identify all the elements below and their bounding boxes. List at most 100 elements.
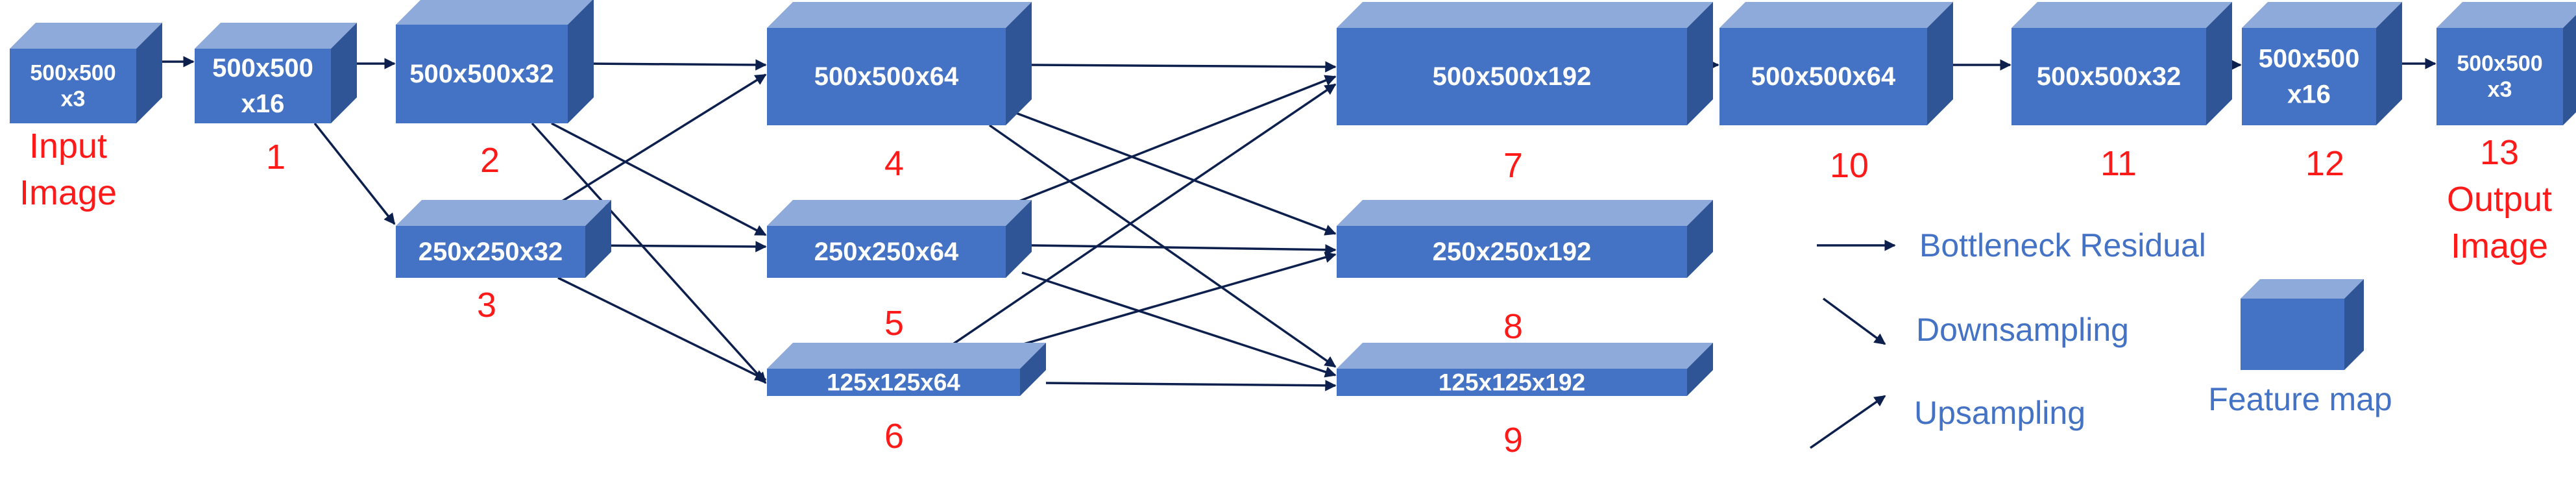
edge-bottleneck-residual-n6-n9 [1045,380,1337,391]
feature-map-dimension-label: x16 [241,90,285,118]
legend-downsampling: Downsampling [1822,297,2129,348]
edge-downsampling-n5-n9 [1021,271,1337,378]
feature-map-dimension-label: 125x125x64 [827,369,960,396]
feature-map-dimension-label: x3 [2488,77,2512,102]
box-top-face [2242,2,2402,28]
feature-map-dimension-label: 500x500x32 [409,60,553,88]
node-caption: 13 [2480,133,2519,172]
feature-map-dimension-label: 500x500x32 [2037,62,2181,91]
feature-map-dimension-label: 125x125x192 [1439,369,1585,396]
box-front-face [1337,369,1687,396]
node-caption: 3 [477,286,496,325]
node-caption: 9 [1503,421,1523,460]
box-front-face [1337,28,1687,125]
edge-bottleneck-residual-n4-n7 [1031,61,1337,73]
box-top-face [10,23,162,49]
box-front-face [195,49,331,123]
legend-bottleneck-residual-label: Bottleneck Residual [1919,227,2206,264]
legend: Bottleneck ResidualDownsamplingUpsamplin… [1810,227,2392,449]
edge-downsampling-n2-n6 [531,122,767,384]
feature-map-dimension-label: 500x500x64 [1751,62,1896,91]
legend-feature-map: Feature map [2208,279,2392,417]
edges-layer [136,56,2436,391]
feature-map-n9: 125x125x192 9 [1337,343,1713,460]
feature-map-dimension-label: 500x500x192 [1433,62,1592,91]
legend-downsampling-arrow [1822,297,1886,345]
box-side-face [585,200,611,278]
node-caption: 12 [2305,144,2344,183]
edge-bottleneck-residual-n2-n4 [587,59,767,71]
box-side-face [2563,15,2576,125]
feature-map-dimension-label: 250x250x32 [419,238,563,266]
box-top-face [2011,2,2232,28]
edge-downsampling-n3-n6 [557,277,767,381]
legend-feature-map-label: Feature map [2208,381,2392,417]
feature-map-dimension-label: 250x250x192 [1433,238,1592,266]
box-front-face [767,28,1006,125]
box-top-face [1719,2,1953,28]
node-caption: 1 [266,138,286,177]
feature-map-dimension-label: 250x250x64 [814,238,959,266]
box-top-face [1337,2,1713,28]
legend-bottleneck-residual: Bottleneck Residual [1817,227,2206,264]
feature-map-n2: 500x500x32 2 [396,0,594,180]
box-side-face [1687,200,1713,278]
box-side-face [1687,343,1713,396]
node-caption: Input [29,127,107,166]
box-front-face [396,25,568,123]
feature-map-n8: 250x250x192 8 [1337,200,1713,346]
feature-map-dimension-label: 500x500 [30,61,115,86]
feature-map-dimension-label: 500x500x64 [814,62,959,91]
node-caption: 11 [2100,144,2137,183]
feature-map-dimension-label: 500x500 [2457,51,2542,76]
legend-upsampling-arrow [1810,395,1886,449]
legend-downsampling-label: Downsampling [1916,312,2129,348]
feature-map-n11: 500x500x32 11 [2011,2,2232,183]
box-side-face [136,23,162,123]
box-front-face [10,49,136,123]
feature-map-dimension-label: 500x500 [2259,45,2360,73]
feature-map-n4: 500x500x64 4 [767,2,1032,183]
box-top-face [396,0,592,25]
box-side-face [2206,2,2232,125]
legend-upsampling-label: Upsampling [1914,395,2085,431]
edge-downsampling-n1-n3 [313,122,396,225]
box-side-face [2376,2,2402,125]
box-front-face [2242,28,2376,125]
feature-map-dimension-label: x16 [2287,80,2331,109]
box-front-face [1337,226,1687,278]
node-caption: 2 [480,141,500,180]
node-caption: 8 [1503,307,1523,346]
edge-upsampling-n6-n7 [929,83,1337,362]
box-top-face [1337,343,1713,369]
node-caption: 10 [1830,146,1869,185]
edge-upsampling-n5-n7 [1002,75,1337,209]
nodes-layer: 500x500x3InputImage500x500x161500x500x32… [10,0,2576,460]
box-top-face [2436,2,2576,28]
edge-downsampling-n4-n8 [1008,109,1337,236]
node-caption: Image [2451,227,2548,265]
edge-downsampling-n2-n5 [551,122,767,236]
node-caption: Output [2447,180,2552,219]
feature-map-n7: 500x500x192 7 [1337,2,1713,185]
box-top-face [195,23,357,49]
node-caption: 7 [1503,146,1523,185]
box-top-face [767,200,1032,226]
edge-upsampling-n3-n4 [551,73,767,209]
edge-bottleneck-residual-n3-n5 [585,241,767,253]
legend-box-top-face [2241,279,2364,299]
edge-bottleneck-residual-n5-n8 [1031,244,1337,256]
box-top-face [767,2,1032,28]
box-side-face [1927,2,1953,125]
node-caption: 4 [884,144,904,183]
box-front-face [2011,28,2206,125]
legend-upsampling: Upsampling [1810,395,2085,449]
node-caption: Image [19,173,117,212]
box-front-face [2436,28,2563,125]
feature-map-dimension-label: x3 [61,87,86,112]
